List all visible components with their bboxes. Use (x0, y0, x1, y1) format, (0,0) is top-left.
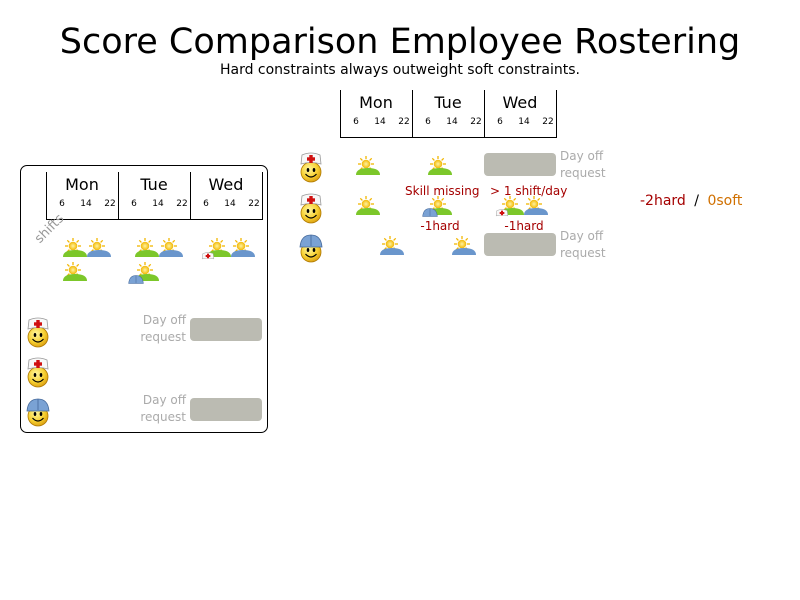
hour-tick: 6 (203, 199, 209, 209)
sun-shift-icon (524, 196, 548, 215)
hour-tick: 6 (425, 117, 431, 127)
nurse-face-icon (300, 193, 322, 224)
hour-tick: 6 (497, 117, 503, 127)
sun-shift-icon (356, 156, 380, 175)
day-off-box (190, 318, 262, 341)
day-label-mon: Mon (65, 175, 99, 194)
page-subtitle: Hard constraints always outweight soft c… (219, 62, 581, 78)
hard-score: -2hard (640, 193, 686, 209)
sun-shift-icon (428, 156, 452, 175)
penalty-label: -1hard (420, 219, 460, 233)
nurse-face-icon (300, 152, 322, 183)
sun-shift-icon (63, 238, 87, 257)
sun-shift-icon (159, 238, 183, 257)
helmet-icon (422, 208, 438, 217)
sun-shift-icon (87, 238, 111, 257)
handyman-face-icon (299, 234, 323, 263)
hour-tick: 22 (176, 199, 188, 209)
day-label-wed: Wed (502, 93, 538, 112)
nurse-cap-icon (201, 252, 215, 260)
day-label-wed: Wed (208, 175, 244, 194)
hour-tick: 22 (398, 117, 410, 127)
hour-tick: 14 (518, 117, 530, 127)
hour-tick: 22 (470, 117, 482, 127)
sun-shift-icon (63, 262, 87, 281)
nurse-face-icon (27, 357, 49, 388)
sun-shift-icon (356, 196, 380, 215)
day-off-box (484, 153, 556, 176)
handyman-face-icon (26, 398, 50, 427)
soft-score: 0soft (707, 193, 743, 209)
sun-shift-icon (452, 236, 476, 255)
day-off-box (190, 398, 262, 421)
timeline-header-right: Mon Tue Wed 6 14 22 6 14 22 6 14 22 (340, 90, 558, 140)
timeline-header-left: Mon Tue Wed 6 14 22 6 14 22 6 14 22 (46, 172, 264, 222)
sun-shift-icon (135, 238, 159, 257)
score-display: -2hard / 0soft (640, 192, 742, 210)
input-panel (20, 165, 268, 433)
nurse-face-icon (27, 317, 49, 348)
page-title: Score Comparison Employee Rostering (59, 22, 741, 62)
hour-tick: 14 (374, 117, 386, 127)
hour-tick: 6 (131, 199, 137, 209)
hour-tick: 14 (224, 199, 236, 209)
hour-tick: 6 (59, 199, 65, 209)
hour-tick: 22 (542, 117, 554, 127)
hour-tick: 14 (446, 117, 458, 127)
hour-tick: 14 (80, 199, 92, 209)
day-label-tue: Tue (140, 175, 168, 194)
score-separator: / (694, 193, 699, 209)
hour-tick: 14 (152, 199, 164, 209)
penalty-label: -1hard (504, 219, 544, 233)
day-label-mon: Mon (359, 93, 393, 112)
helmet-icon (128, 275, 144, 284)
sun-shift-icon (380, 236, 404, 255)
violation-multi-shift: > 1 shift/day (490, 184, 568, 198)
hour-tick: 22 (104, 199, 116, 209)
violation-skill-missing: Skill missing (405, 184, 480, 198)
day-off-box (484, 233, 556, 256)
hour-tick: 6 (353, 117, 359, 127)
hour-tick: 22 (248, 199, 260, 209)
day-label-tue: Tue (434, 93, 462, 112)
sun-shift-icon (231, 238, 255, 257)
